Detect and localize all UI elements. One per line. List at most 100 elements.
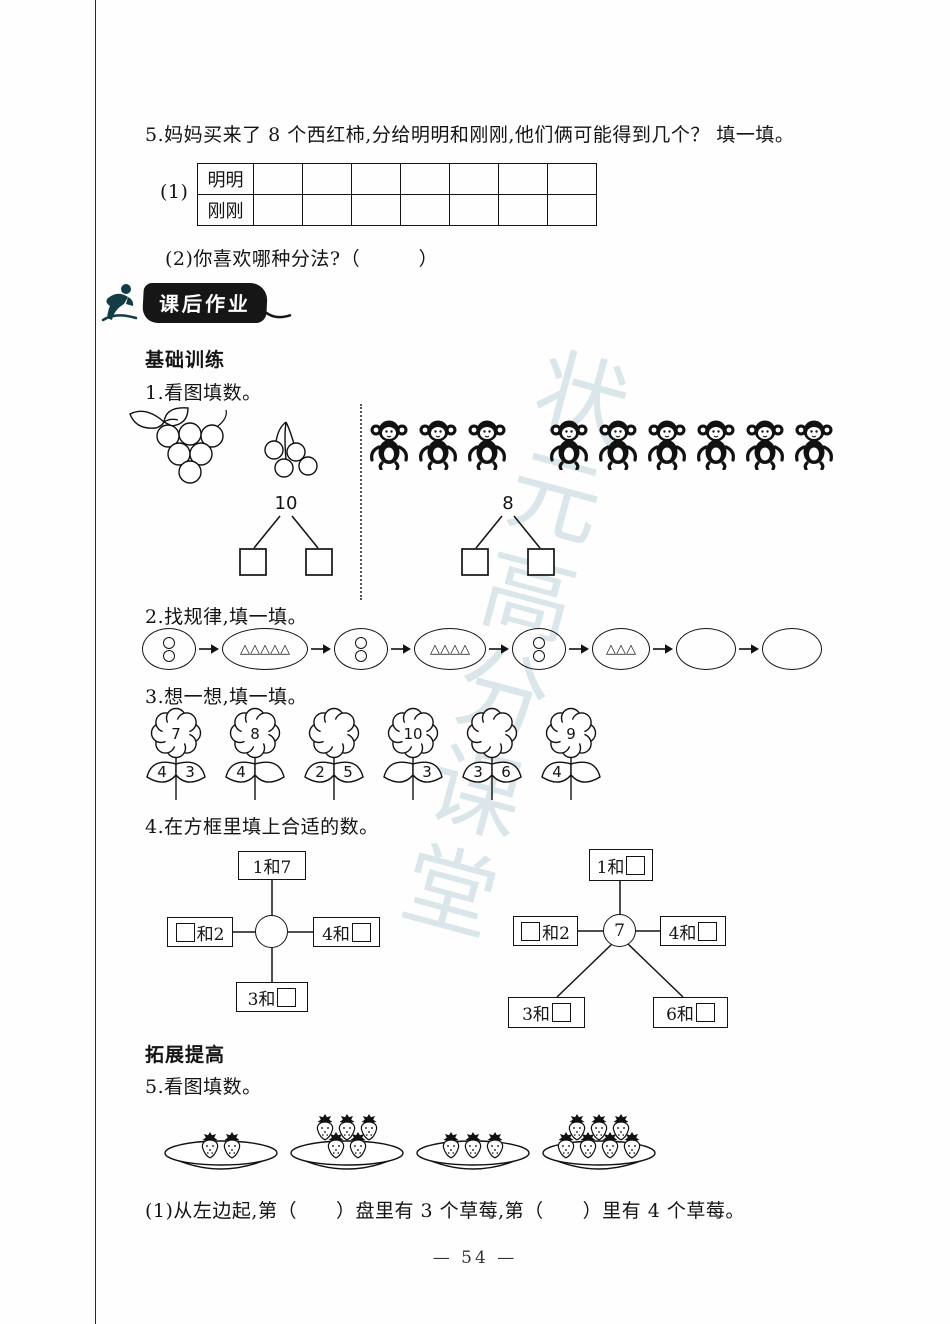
q5-part1-label: (1) — [160, 181, 189, 203]
pair-label: 3和 — [247, 989, 276, 1010]
strawberry-plate — [164, 1132, 278, 1170]
answer-cell[interactable] — [302, 194, 352, 226]
pair-right: 4和 — [660, 916, 726, 946]
answer-box[interactable] — [626, 855, 646, 875]
flower-right-number: 3 — [185, 763, 195, 781]
pair-label: 6和 — [666, 1005, 694, 1025]
q3-title: 3.想一想,填一填。 — [145, 686, 308, 708]
flower-right-number: 3 — [422, 763, 432, 781]
flower-right-number: 6 — [501, 763, 511, 781]
flower-diagram[interactable]: 2 5 — [296, 706, 372, 802]
q5-bottom-title: 5.看图填数。 — [145, 1076, 262, 1098]
row-label: 明明 — [197, 163, 254, 195]
strawberry-icon — [579, 1132, 597, 1159]
flower-diagram[interactable]: 8 4 — [217, 706, 293, 802]
circle-shape — [533, 649, 545, 662]
answer-cell[interactable] — [253, 163, 303, 195]
pattern-oval-circles — [512, 628, 566, 670]
circle-shape — [163, 649, 175, 662]
pair-label: 4和 — [668, 923, 697, 944]
pattern-oval-empty[interactable] — [676, 628, 736, 670]
flower-top-number: 9 — [566, 725, 576, 743]
monkey-group-left — [366, 418, 510, 470]
answer-cell[interactable] — [253, 194, 303, 226]
pair-top: 1和 — [589, 849, 653, 881]
answer-box[interactable] — [175, 922, 195, 942]
q1-title: 1.看图填数。 — [145, 382, 262, 404]
arrow-icon — [198, 643, 220, 655]
answer-box[interactable] — [305, 548, 333, 576]
flower-top-number: 7 — [171, 725, 181, 743]
pattern-oval-empty[interactable] — [762, 628, 822, 670]
strawberry-plate — [542, 1114, 656, 1170]
student-icon — [101, 284, 138, 322]
answer-cell[interactable] — [351, 194, 401, 226]
flower-left-number: 4 — [157, 763, 167, 781]
answer-cell[interactable] — [547, 194, 597, 226]
answer-box[interactable] — [461, 548, 489, 576]
flower-left-number: 3 — [473, 763, 483, 781]
center-circle[interactable] — [255, 915, 288, 948]
pair-label: 4和 — [322, 924, 350, 945]
q4-right-diagram: 1和 和2 4和 3和 6和 7 — [505, 846, 740, 1036]
answer-cell[interactable] — [498, 194, 548, 226]
q4-left-diagram: 1和7 和2 4和 3和 — [150, 846, 390, 1018]
answer-box[interactable] — [239, 548, 267, 576]
answer-box[interactable] — [277, 987, 297, 1007]
strawberry-icon — [201, 1132, 219, 1159]
strawberry-plate — [416, 1132, 530, 1170]
flower-right-number: 5 — [343, 763, 353, 781]
strawberry-icon — [327, 1132, 345, 1159]
answer-cell[interactable] — [498, 163, 548, 195]
answer-cell[interactable] — [302, 163, 352, 195]
page-number: — 54 — — [432, 1248, 518, 1268]
strawberry-icon — [316, 1114, 334, 1141]
strawberry-plate — [290, 1114, 404, 1170]
circle-shape — [533, 636, 545, 649]
answer-box[interactable] — [698, 921, 718, 941]
answer-box[interactable] — [521, 921, 541, 941]
pattern-oval-triangles: △△△△ — [414, 628, 486, 670]
arrow-icon — [568, 643, 590, 655]
answer-box[interactable] — [551, 1003, 571, 1022]
table-row: 刚刚 — [197, 194, 597, 226]
answer-box[interactable] — [695, 1003, 715, 1022]
answer-cell[interactable] — [547, 163, 597, 195]
connector-lines — [556, 881, 684, 998]
plates-row — [158, 1096, 662, 1180]
triangle-shapes: △△△△△ — [240, 641, 290, 657]
pattern-oval-triangles: △△△ — [592, 628, 650, 670]
answer-box[interactable] — [351, 922, 371, 942]
pair-right: 4和 — [313, 917, 380, 947]
flower-left-number: 2 — [315, 763, 325, 781]
pair-label: 1和 — [596, 857, 625, 878]
vertical-divider — [360, 404, 362, 600]
arrow-icon — [652, 643, 674, 655]
pair-label: 和2 — [196, 924, 225, 945]
flower-top-number: 10 — [403, 725, 422, 743]
answer-cell[interactable] — [400, 194, 450, 226]
monkey-icon — [648, 420, 686, 470]
flower-diagram[interactable]: 3 6 — [454, 706, 530, 802]
pair-bottom: 3和 — [236, 982, 308, 1012]
pattern-oval-circles — [334, 628, 388, 670]
circle-shape — [355, 636, 367, 649]
answer-cell[interactable] — [400, 163, 450, 195]
monkey-icon — [370, 420, 408, 470]
strawberry-icon — [442, 1132, 460, 1159]
answer-cell[interactable] — [449, 163, 499, 195]
monkey-icon — [468, 420, 506, 470]
answer-box[interactable] — [527, 548, 555, 576]
strawberry-icon — [360, 1114, 378, 1141]
flower-diagram[interactable]: 9 4 — [533, 706, 609, 802]
row-label: 刚刚 — [197, 194, 254, 226]
answer-cell[interactable] — [351, 163, 401, 195]
flower-diagram[interactable]: 10 3 — [375, 706, 451, 802]
flower-diagram[interactable]: 7 4 3 — [138, 706, 214, 802]
pair-left: 和2 — [513, 916, 578, 946]
answer-cell[interactable] — [449, 194, 499, 226]
strawberry-icon — [590, 1114, 608, 1141]
arrow-icon — [488, 643, 510, 655]
section-extension: 拓展提高 — [145, 1044, 226, 1066]
